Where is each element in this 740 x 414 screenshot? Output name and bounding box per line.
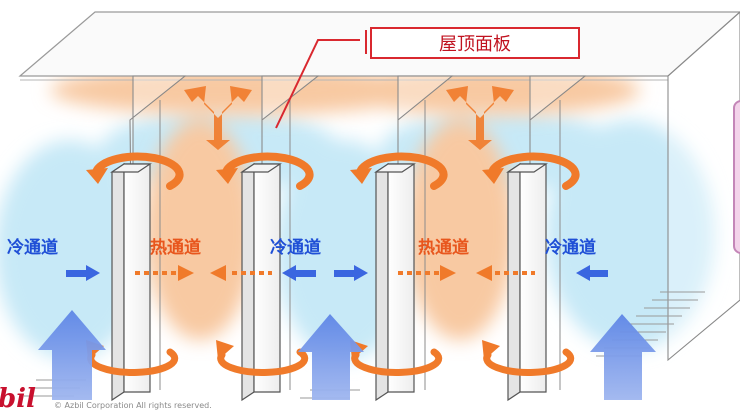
bottom-circulation-arrows [87, 348, 575, 376]
copyright-notice: © Azbil Corporation All rights reserved. [54, 401, 212, 410]
hot-aisle-label-right: 热通道 [418, 238, 469, 258]
side-note-panel [733, 100, 740, 254]
cold-aisle-label-left: 冷通道 [7, 238, 58, 258]
azbil-logo: bil [0, 384, 36, 414]
hot-aisle-label-left: 热通道 [150, 238, 201, 258]
hot-air-zones [50, 65, 640, 340]
cold-inflow-arrows [66, 265, 608, 281]
roof-callout-leader [275, 30, 367, 129]
top-circulation-arrows [92, 152, 580, 190]
cold-aisle-label-middle: 冷通道 [270, 238, 321, 258]
roof-panel-callout: 屋顶面板 [370, 27, 580, 59]
cold-supply-arrows [38, 310, 656, 400]
hot-outflow-arrows [135, 265, 535, 281]
server-racks [110, 162, 548, 402]
cold-aisle-label-right: 冷通道 [545, 238, 596, 258]
hot-exhaust-arrows [184, 86, 514, 150]
cold-air-zones [0, 110, 715, 360]
